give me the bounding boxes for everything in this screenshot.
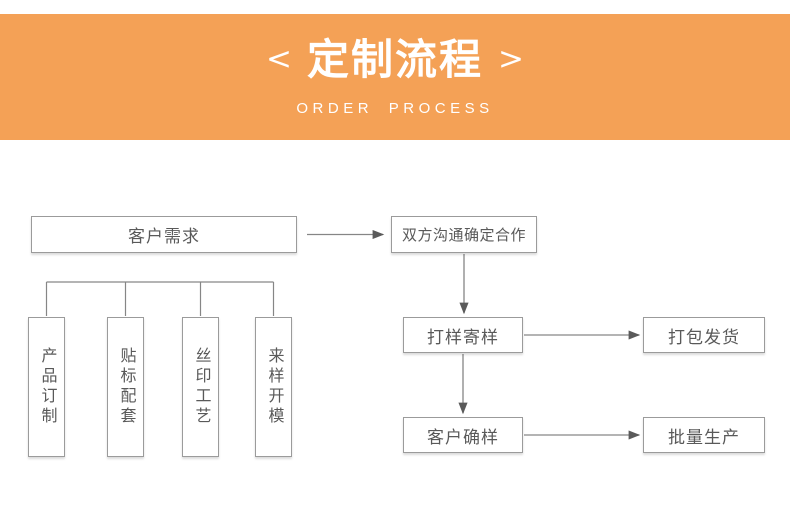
node-communication: 双方沟通确定合作: [391, 216, 537, 253]
node-labeling: 贴标配套: [107, 317, 144, 457]
banner-title: 定制流程: [306, 35, 483, 84]
node-sample-mold: 来样开模: [255, 317, 292, 457]
chevron-left-decoration: <: [266, 40, 292, 77]
banner-subtitle: ORDER PROCESS: [296, 100, 494, 117]
node-production: 批量生产: [643, 417, 765, 453]
node-labeling-label: 贴标配套: [117, 347, 135, 427]
node-packing: 打包发货: [643, 317, 765, 353]
node-customer-needs: 客户需求: [31, 216, 297, 253]
node-product-custom: 产品订制: [28, 317, 65, 457]
node-confirm: 客户确样: [403, 417, 523, 453]
node-sample-mold-label: 来样开模: [265, 347, 283, 427]
node-silkscreen: 丝印工艺: [182, 317, 219, 457]
node-packing-label: 打包发货: [668, 327, 740, 347]
node-sampling-label: 打样寄样: [427, 327, 499, 347]
node-confirm-label: 客户确样: [427, 427, 499, 447]
node-communication-label: 双方沟通确定合作: [401, 227, 526, 244]
banner-title-row: < 定制流程 >: [0, 36, 790, 84]
chevron-right-decoration: >: [498, 40, 524, 77]
node-customer-needs-label: 客户需求: [128, 227, 200, 246]
banner: < 定制流程 > ORDER PROCESS: [0, 14, 790, 140]
node-product-custom-label: 产品订制: [38, 347, 56, 427]
node-silkscreen-label: 丝印工艺: [192, 347, 210, 427]
node-sampling: 打样寄样: [403, 317, 523, 353]
node-production-label: 批量生产: [668, 427, 740, 447]
